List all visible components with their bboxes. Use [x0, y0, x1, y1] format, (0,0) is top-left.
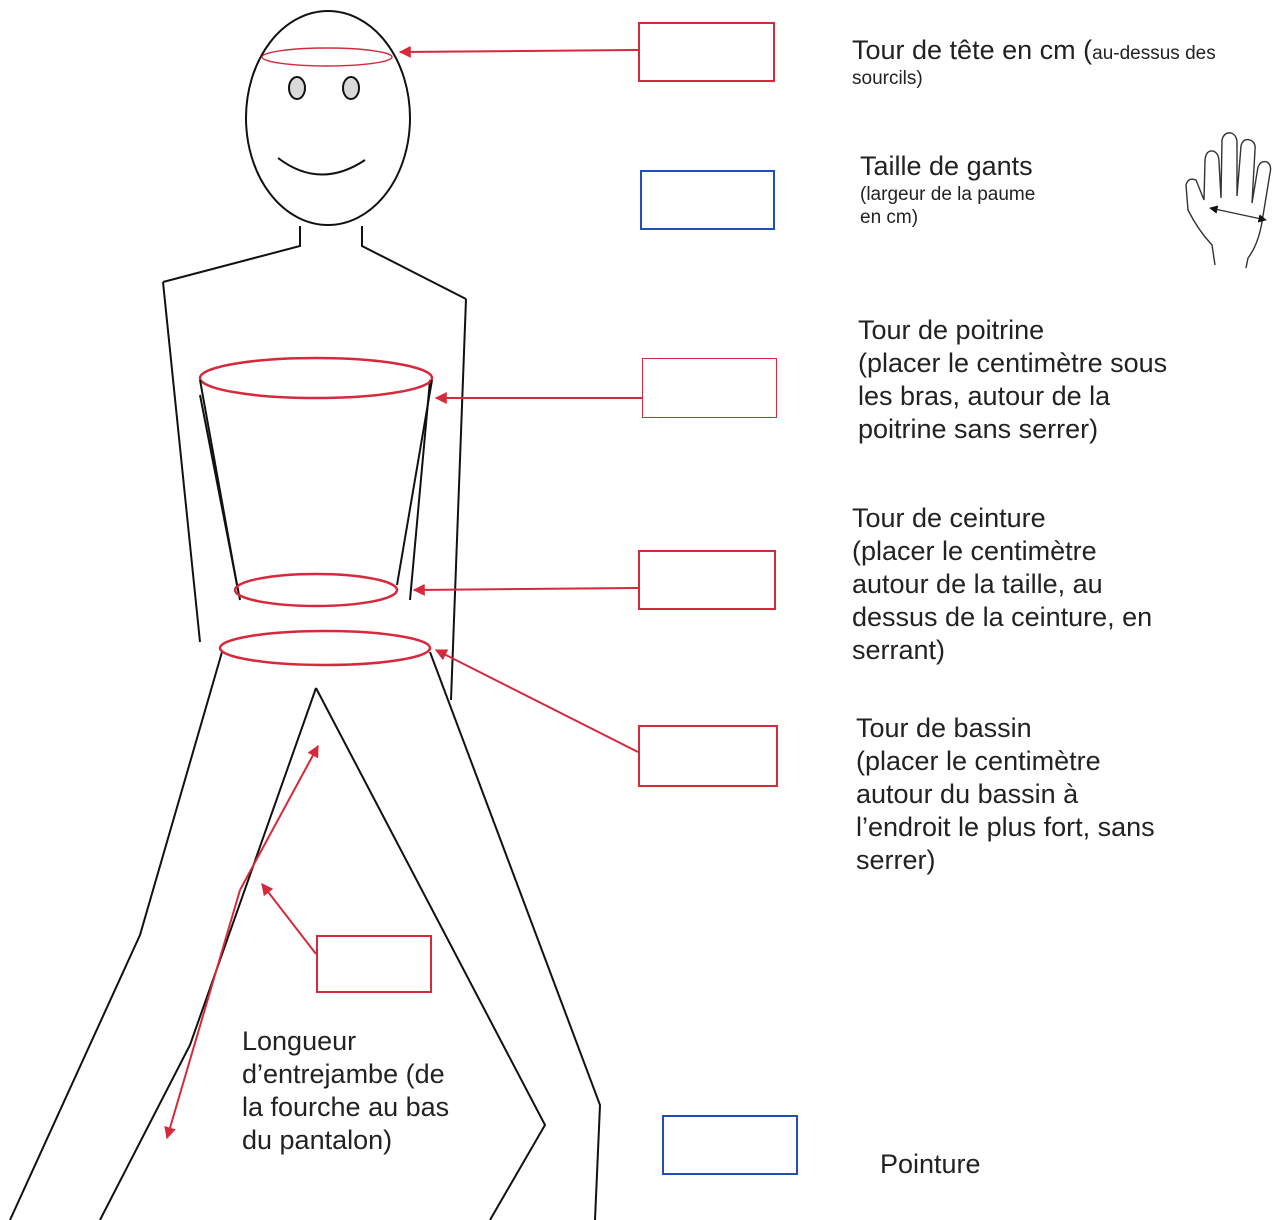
right-arm	[451, 299, 466, 700]
glove-size-box[interactable]	[640, 170, 775, 230]
head-label: Tour de tête en cm (au-dessus des sourci…	[852, 34, 1216, 90]
hand-icon	[1186, 133, 1271, 268]
shoe-size-box[interactable]	[662, 1115, 798, 1175]
chest-measurement-box[interactable]	[642, 358, 777, 418]
waist-ring	[235, 574, 397, 606]
left-eye	[289, 77, 305, 99]
neck-shoulder-right	[362, 226, 466, 299]
inseam-pointer-arrow	[262, 884, 316, 954]
hip-ring	[220, 631, 430, 665]
inseam-measurement-box[interactable]	[316, 935, 432, 993]
head-measurement-box[interactable]	[638, 22, 775, 82]
head	[246, 11, 410, 225]
waist-measurement-box[interactable]	[638, 550, 776, 610]
inseam-label: Longueur d’entrejambe (de la fourche au …	[242, 1025, 449, 1157]
waist-arrow	[414, 588, 638, 590]
mouth	[278, 158, 365, 175]
waist-label: Tour de ceinture (placer le centimètre a…	[852, 502, 1152, 667]
left-arm	[163, 282, 200, 642]
hips-label: Tour de bassin (placer le centimètre aut…	[856, 712, 1155, 877]
chest-ring	[200, 358, 432, 398]
head-ring	[262, 48, 392, 66]
hip-measurement-box[interactable]	[638, 725, 778, 787]
neck-shoulder-left	[163, 226, 300, 282]
right-leg-outer	[430, 652, 600, 1220]
inseam-double-arrow	[167, 890, 240, 1138]
hip-arrow	[436, 650, 638, 752]
shoe-label: Pointure	[880, 1148, 981, 1181]
glove-label: Taille de gants (largeur de la paume en …	[860, 150, 1035, 229]
right-eye	[343, 77, 359, 99]
chest-label: Tour de poitrine (placer le centimètre s…	[858, 314, 1167, 446]
left-leg-outer	[10, 652, 222, 1220]
head-arrow	[400, 50, 638, 52]
